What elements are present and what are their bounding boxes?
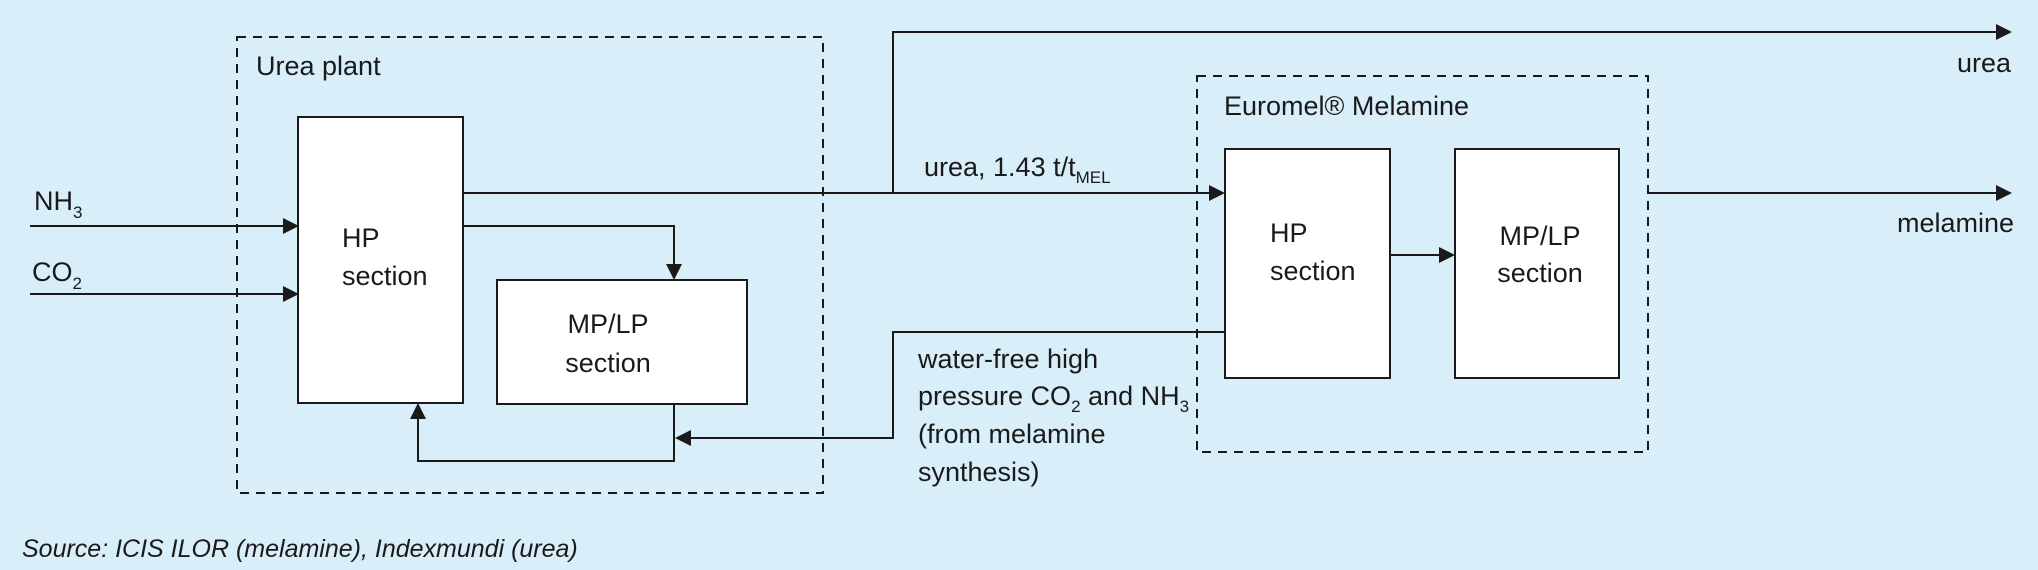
melamine-hp-section-label-line1: HP	[1270, 218, 1308, 248]
urea-mp-lp-section-box	[496, 279, 748, 405]
urea-feed-arrowhead	[1209, 185, 1225, 201]
recycle-line	[688, 331, 1225, 439]
nh3-label: NH3	[34, 186, 82, 222]
melamine-hp-to-mplp-arrowhead	[1439, 247, 1455, 263]
co2-feed-arrowhead	[283, 286, 299, 302]
urea-hp-section-label-line1: HP	[342, 223, 380, 253]
recycle-arrowhead	[675, 430, 691, 446]
urea-mplp-to-hp-arrowhead	[410, 403, 426, 419]
nh3-feed-arrowhead	[283, 218, 299, 234]
urea-product-arrowhead	[1996, 24, 2012, 40]
melamine-product-arrowhead	[1996, 185, 2012, 201]
melamine-mp-lp-section-label-line1: MP/LP	[1499, 221, 1580, 251]
recycle-label-line2: pressure CO2 and NH3	[918, 381, 1189, 416]
melamine-mp-lp-section-label-line2: section	[1497, 258, 1583, 288]
urea-output-label: urea	[1957, 48, 2012, 78]
melamine-mp-lp-section-box	[1454, 148, 1620, 379]
urea-hp-to-mplp-line	[463, 225, 675, 266]
melamine-output-label: melamine	[1897, 208, 2014, 238]
melamine-hp-section-box	[1224, 148, 1391, 379]
urea-mplp-to-hp-line	[417, 404, 675, 462]
urea-plant-boundary	[236, 36, 824, 494]
urea-hp-to-mplp-arrowhead	[666, 264, 682, 280]
co2-label: CO2	[32, 257, 82, 293]
recycle-label-line3: (from melamine	[918, 419, 1106, 449]
melamine-plant-title: Euromel® Melamine	[1224, 91, 1469, 121]
urea-mp-lp-section-label-line2: section	[565, 348, 651, 378]
recycle-label-line4: synthesis)	[918, 457, 1040, 487]
urea-mp-lp-section-label-line1: MP/LP	[567, 309, 648, 339]
melamine-hp-section-label-line2: section	[1270, 256, 1356, 286]
melamine-plant-boundary	[1196, 75, 1649, 453]
urea-feed-label: urea, 1.43 t/tMEL	[924, 152, 1111, 187]
source-note: Source: ICIS ILOR (melamine), Indexmundi…	[22, 535, 578, 563]
urea-hp-section-box	[297, 116, 464, 404]
urea-product-line	[892, 31, 1998, 193]
urea-hp-section-label-line2: section	[342, 261, 428, 291]
recycle-label-line1: water-free high	[917, 344, 1098, 374]
urea-plant-title: Urea plant	[256, 51, 381, 81]
